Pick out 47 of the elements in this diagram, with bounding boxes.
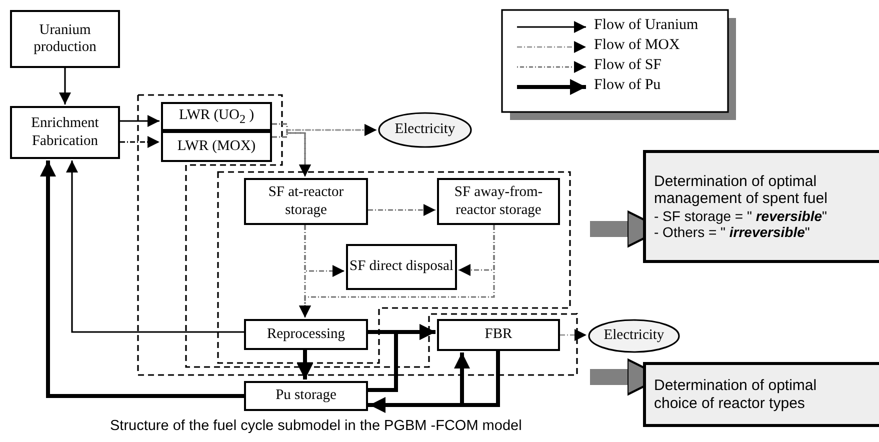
node-label: SF away-from-reactor storage — [453, 184, 544, 219]
node-label: Determination of optimal management of spent fuel — [654, 173, 828, 208]
note-line: - Others = " irreversible" — [654, 224, 810, 240]
legend-label: Flow of SF — [594, 57, 662, 74]
node-label: Reprocessing — [266, 326, 346, 344]
arrow — [299, 225, 495, 318]
process-box — [437, 319, 560, 351]
arrow — [272, 132, 311, 176]
legend-label: Flow of Pu — [594, 77, 661, 94]
arrow — [120, 136, 160, 148]
arrow — [368, 352, 470, 407]
output-ellipse — [378, 112, 472, 148]
arrow — [66, 160, 244, 333]
result-box — [643, 362, 879, 427]
node-label: Pu storage — [276, 387, 336, 405]
legend-label: Flow of MOX — [594, 37, 680, 54]
process-box — [244, 178, 368, 225]
legend-label: Flow of Uranium — [594, 17, 698, 34]
node-label: FBR — [484, 326, 512, 344]
node-label: Electricity — [394, 121, 456, 139]
process-box — [10, 10, 120, 68]
node-label: SF at-reactor storage — [267, 184, 345, 219]
output-ellipse — [588, 319, 680, 353]
node-label: Uranium production — [32, 22, 98, 56]
node-label: SF direct disposal — [350, 258, 454, 276]
node-label: LWR (MOX) — [177, 138, 256, 156]
node-label: Determination of optimal choice of reactor types — [654, 377, 818, 412]
arrow — [59, 68, 71, 104]
note-line: - SF storage = " reversible" — [654, 208, 827, 224]
arrow — [120, 115, 160, 127]
arrow — [368, 324, 436, 392]
process-box — [10, 106, 120, 159]
node-label: LWR (UO$_{2}$ ) — [178, 106, 254, 126]
arrow — [560, 329, 586, 341]
node-label: Enrichment Fabrication — [30, 115, 100, 150]
arrow — [297, 350, 313, 380]
caption: Structure of the fuel cycle submodel in the PGBM -FCOM model — [110, 418, 522, 434]
result-box — [643, 150, 879, 263]
process-box — [244, 319, 368, 350]
process-box — [437, 178, 560, 225]
arrow — [368, 204, 436, 216]
arrow — [40, 160, 244, 398]
process-box — [244, 381, 368, 411]
process-box — [161, 102, 272, 131]
node-label: Electricity — [604, 327, 664, 345]
process-box — [346, 244, 457, 290]
process-box — [161, 131, 272, 162]
